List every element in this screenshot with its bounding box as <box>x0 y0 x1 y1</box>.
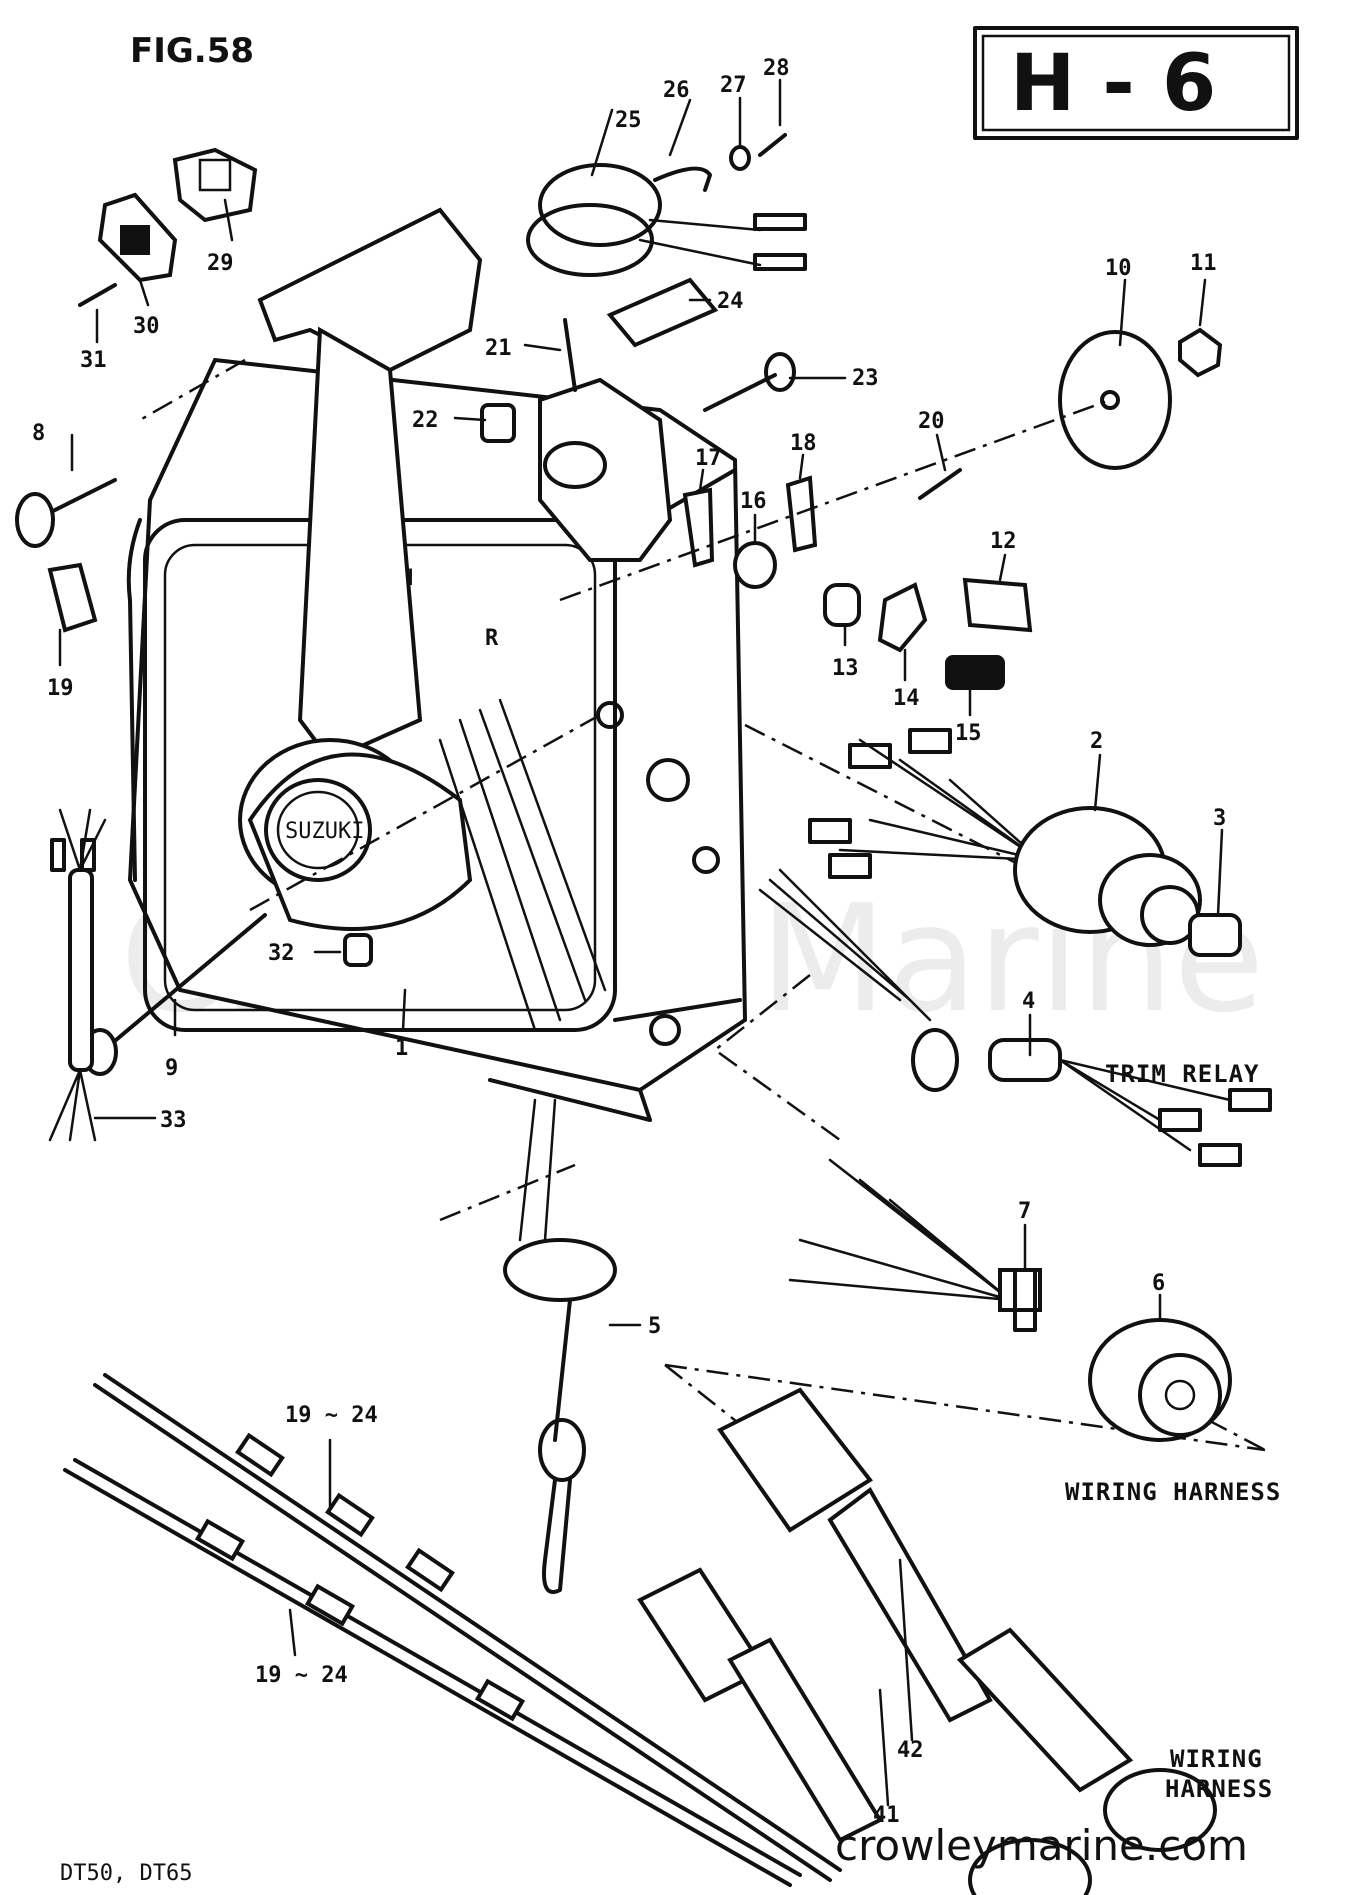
label-8: 8 <box>32 421 45 446</box>
wiring-harness-label-2a: WIRING <box>1170 1745 1263 1773</box>
part-31-screw <box>78 283 117 307</box>
part-10-disc <box>1058 330 1172 470</box>
part-13-spacer <box>823 583 861 627</box>
part-20-screw <box>918 468 962 500</box>
part-21-bracket <box>538 318 673 562</box>
label-22: 22 <box>412 408 439 433</box>
section-code: H - 6 <box>1010 39 1216 129</box>
part-14-clip <box>877 582 928 653</box>
label-29: 29 <box>207 251 234 276</box>
part-11-nut <box>1178 327 1223 378</box>
label-4: 4 <box>1022 989 1035 1014</box>
part-15-spring <box>945 655 1005 690</box>
label-3: 3 <box>1213 806 1226 831</box>
label-7: 7 <box>1018 1199 1031 1224</box>
part-41-harness <box>637 1567 1092 1895</box>
label-33: 33 <box>160 1108 187 1133</box>
part-33-harness <box>48 808 107 1142</box>
part-27-washer <box>729 145 751 171</box>
reverse-mark: R <box>485 626 499 651</box>
label-31: 31 <box>80 348 107 373</box>
label-23: 23 <box>852 366 879 391</box>
label-10: 10 <box>1105 256 1132 281</box>
part-9-long-bolt <box>108 913 267 1047</box>
label-28: 28 <box>763 56 790 81</box>
label-42: 42 <box>897 1738 924 1763</box>
part-5-connector <box>503 1098 617 1594</box>
trim-relay-label: TRIM RELAY <box>1105 1060 1260 1088</box>
label-cable-b: 19 ~ 24 <box>255 1663 348 1688</box>
part-25-buzzer <box>526 163 807 277</box>
label-26: 26 <box>663 78 690 103</box>
part-19-cap <box>47 562 98 633</box>
section-code-box: H - 6 <box>973 26 1299 140</box>
part-42-harness <box>717 1387 1217 1852</box>
part-18-terminal <box>785 475 818 553</box>
label-19: 19 <box>47 676 74 701</box>
label-1: 1 <box>395 1036 408 1061</box>
label-9: 9 <box>165 1056 178 1081</box>
wiring-harness-label-2b: HARNESS <box>1165 1775 1273 1803</box>
part-28-screw <box>758 133 787 157</box>
part-29-switch <box>172 147 258 223</box>
label-14: 14 <box>893 686 920 711</box>
label-32: 32 <box>268 941 295 966</box>
label-15: 15 <box>955 721 982 746</box>
label-21: 21 <box>485 336 512 361</box>
part-4-trim-relay <box>758 868 1272 1167</box>
cable-lower <box>63 1458 802 1887</box>
label-cable-a: 19 ~ 24 <box>285 1403 378 1428</box>
site-watermark: crowleymarine.com <box>835 1821 1248 1870</box>
label-18: 18 <box>790 431 817 456</box>
label-11: 11 <box>1190 251 1217 276</box>
label-27: 27 <box>720 73 747 98</box>
brand-badge-text: SUZUKI <box>285 819 364 844</box>
part-12-plate <box>962 577 1033 633</box>
control-lever: SUZUKI <box>238 207 483 931</box>
label-25: 25 <box>615 108 642 133</box>
cable-upper <box>93 1373 842 1882</box>
figure-label: FIG.58 <box>130 31 254 71</box>
label-12: 12 <box>990 529 1017 554</box>
label-13: 13 <box>832 656 859 681</box>
part-22-block <box>480 403 516 443</box>
label-24: 24 <box>717 289 744 314</box>
part-23-bolt <box>703 373 777 412</box>
label-2: 2 <box>1090 729 1103 754</box>
part-8-bolt <box>43 478 117 517</box>
part-2-ignition-switch <box>808 728 1242 957</box>
label-20: 20 <box>918 409 945 434</box>
part-16-nut <box>733 541 777 589</box>
part-32-cap <box>343 933 373 967</box>
label-16: 16 <box>740 489 767 514</box>
part-6-connector <box>788 1158 1232 1442</box>
part-30-plate <box>97 192 178 283</box>
label-41: 41 <box>873 1803 900 1828</box>
label-5: 5 <box>648 1314 661 1339</box>
label-30: 30 <box>133 314 160 339</box>
label-6: 6 <box>1152 1271 1165 1296</box>
part-24-bracket <box>606 277 719 348</box>
label-17: 17 <box>695 446 722 471</box>
model-caption: DT50, DT65 <box>60 1861 192 1886</box>
wiring-harness-label-1: WIRING HARNESS <box>1065 1478 1281 1506</box>
part-17-terminal <box>682 487 715 568</box>
